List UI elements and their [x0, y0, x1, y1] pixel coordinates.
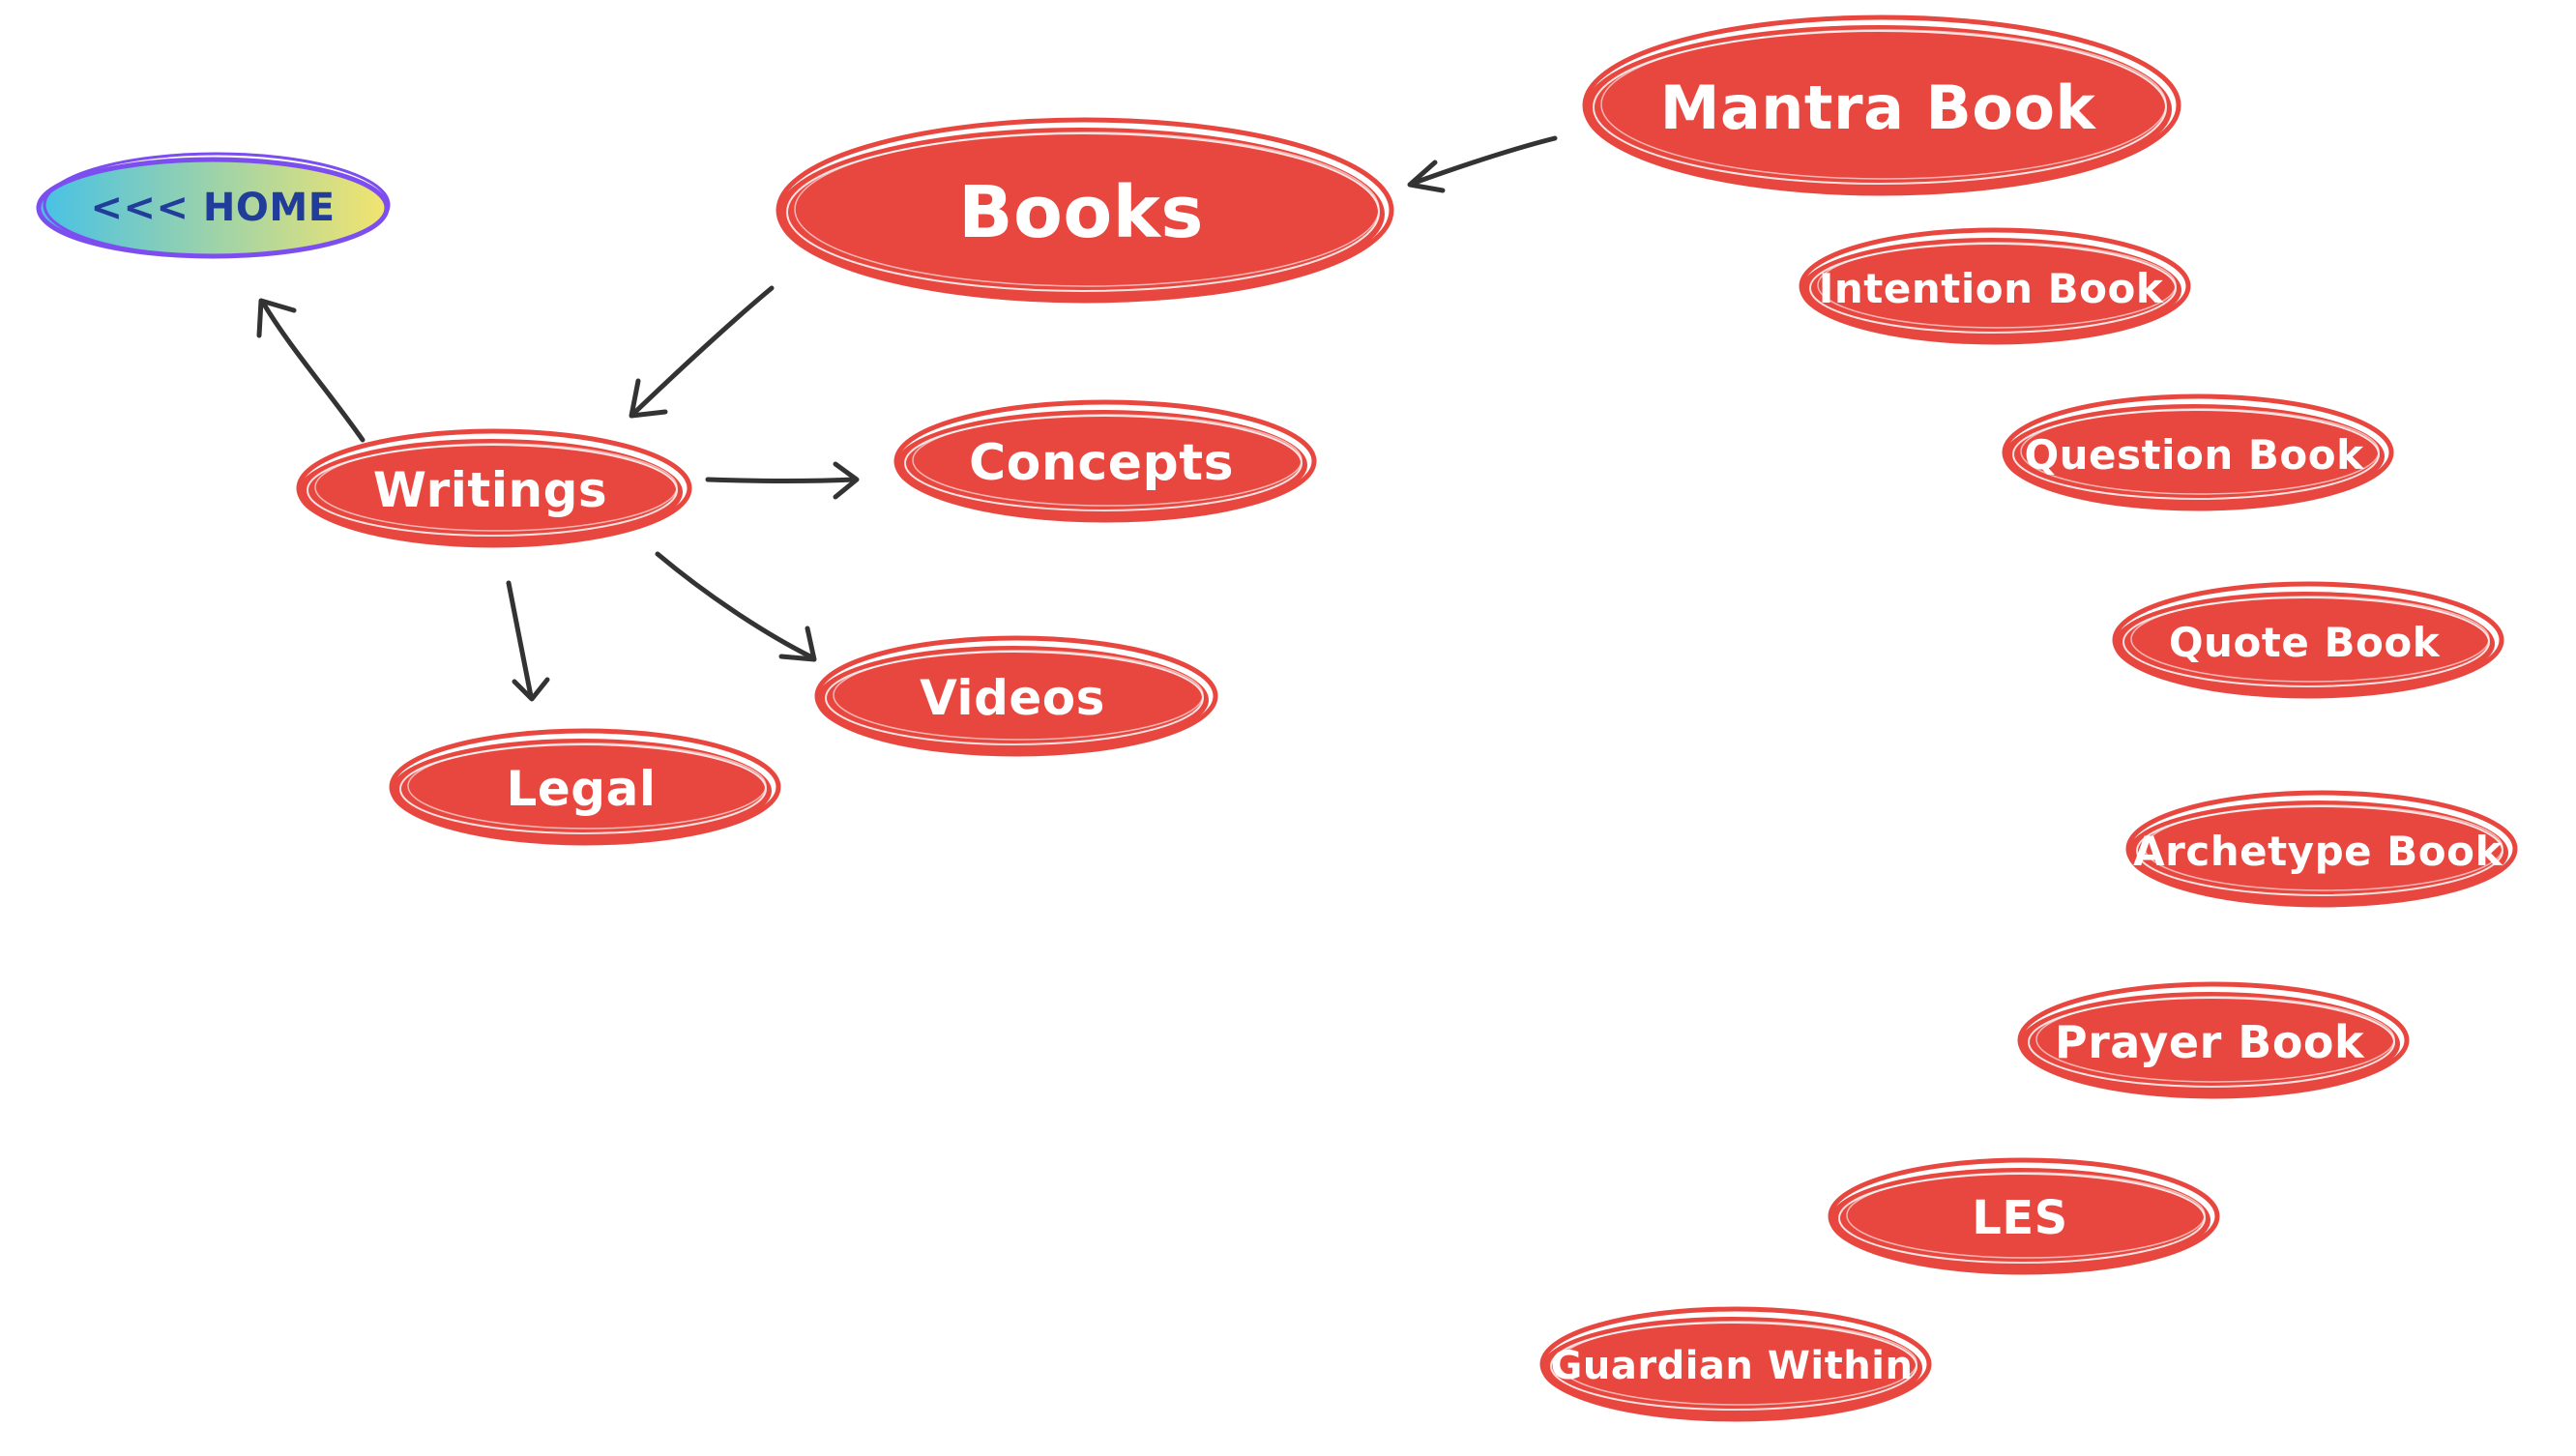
node-writings[interactable]: Writings [292, 428, 692, 551]
node-archetype-book-label: Archetype Book [2133, 827, 2503, 875]
bubble-shape [389, 728, 781, 846]
node-question-book[interactable]: Question Book [1998, 393, 2394, 514]
bubble-shape [2112, 581, 2504, 699]
node-concepts-label: Concepts [968, 434, 1235, 492]
node-videos[interactable]: Videos [810, 635, 1218, 760]
bubble-shape [1539, 1306, 1932, 1422]
arrow-writings-to-concepts [705, 461, 860, 500]
home-label: <<< HOME [90, 186, 336, 230]
node-guardian-within[interactable]: Guardian Within [1536, 1306, 1932, 1425]
node-videos-label: Videos [920, 670, 1105, 726]
bubble-shape [2017, 981, 2410, 1099]
bubble-shape [2125, 790, 2518, 908]
bubble-shape [2002, 393, 2394, 511]
node-mantra-book[interactable]: Mantra Book [1578, 15, 2181, 199]
arrow-books-to-writings [629, 285, 775, 419]
arrow-writings-to-legal [506, 580, 550, 702]
node-quote-book-label: Quote Book [2168, 618, 2441, 666]
node-concepts[interactable]: Concepts [890, 399, 1317, 526]
arrow-writings-to-home [256, 298, 366, 443]
node-intention-book[interactable]: Intention Book [1795, 227, 2191, 348]
node-guardian-within-label: Guardian Within [1550, 1344, 1914, 1388]
node-books[interactable]: Books [772, 117, 1394, 306]
node-les-label: LES [1972, 1191, 2068, 1245]
bubble-shape [296, 428, 692, 548]
node-archetype-book[interactable]: Archetype Book [2122, 790, 2518, 911]
arrow-writings-to-videos [655, 551, 817, 662]
bubble-shape [893, 399, 1317, 523]
bubble-shape [1582, 15, 2181, 196]
node-writings-label: Writings [372, 462, 608, 518]
node-legal[interactable]: Legal [385, 728, 781, 849]
node-mantra-book-label: Mantra Book [1659, 72, 2096, 143]
home-bubble-shape [36, 152, 391, 259]
node-books-label: Books [958, 170, 1204, 254]
home-button[interactable]: <<< HOME [33, 152, 393, 263]
node-prayer-book-label: Prayer Book [2054, 1016, 2365, 1068]
node-prayer-book[interactable]: Prayer Book [2013, 981, 2410, 1102]
bubble-shape [1828, 1157, 2220, 1275]
bubble-shape [776, 117, 1394, 304]
node-question-book-label: Question Book [2024, 430, 2364, 479]
node-intention-book-label: Intention Book [1818, 264, 2164, 312]
node-quote-book[interactable]: Quote Book [2108, 581, 2504, 702]
bubble-shape [814, 635, 1218, 757]
arrow-mantra-to-books [1407, 135, 1558, 193]
node-legal-label: Legal [506, 761, 657, 817]
node-les[interactable]: LES [1824, 1157, 2220, 1278]
bubble-shape [1799, 227, 2191, 345]
